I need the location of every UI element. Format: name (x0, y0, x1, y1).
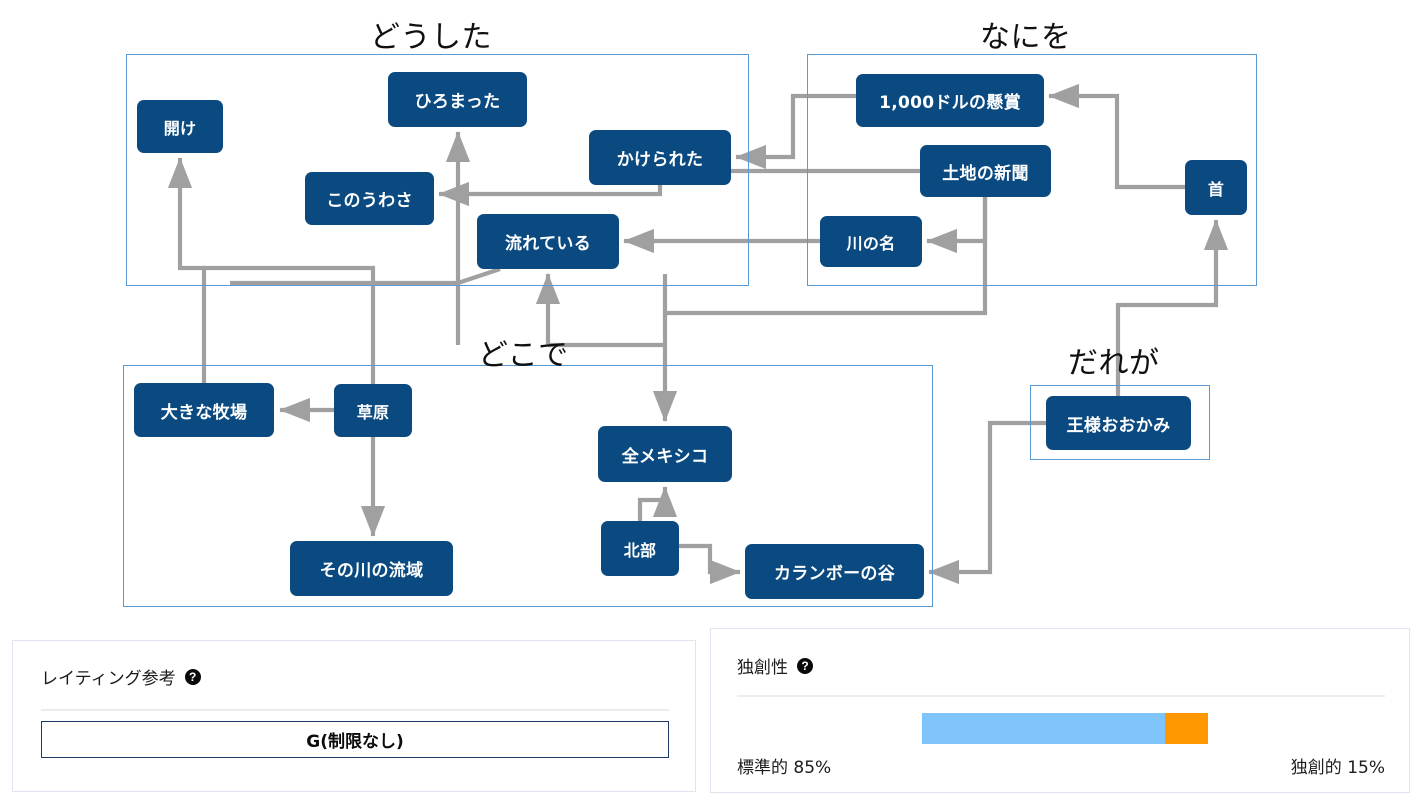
node-kenshou[interactable]: 1,000ドルの懸賞 (856, 74, 1044, 127)
rating-title-text: レイティング参考 (41, 669, 176, 689)
originality-card: 独創性 ? 標準的 85% 独創的 15% (710, 628, 1410, 793)
node-kawanona[interactable]: 川の名 (820, 216, 922, 267)
node-kubi[interactable]: 首 (1185, 160, 1247, 215)
node-zenmexico[interactable]: 全メキシコ (598, 426, 732, 482)
rating-value-field[interactable]: G(制限なし) (41, 721, 669, 758)
originality-card-divider (737, 695, 1385, 697)
question-mark-icon[interactable]: ? (184, 668, 201, 685)
node-ousamaookami[interactable]: 王様おおかみ (1046, 396, 1191, 450)
group-label-darega: だれが (1068, 346, 1160, 381)
node-konouwasa[interactable]: このうわさ (305, 172, 434, 225)
node-caranpo[interactable]: カランボーの谷 (745, 544, 924, 599)
node-ookinabokujou[interactable]: 大きな牧場 (134, 383, 274, 437)
group-label-doushita: どうした (370, 20, 492, 55)
group-label-dokode: どこで (478, 338, 569, 373)
node-sonokawa[interactable]: その川の流域 (290, 541, 453, 596)
originality-bar-original-segment (1165, 713, 1208, 744)
rating-card: レイティング参考 ? G(制限なし) (12, 640, 696, 792)
rating-card-divider (41, 709, 669, 711)
question-mark-icon[interactable]: ? (797, 657, 813, 674)
node-hokubu[interactable]: 北部 (601, 521, 679, 576)
node-hiromatta[interactable]: ひろまった (388, 72, 527, 127)
node-sougen[interactable]: 草原 (334, 384, 412, 437)
node-kakerareta[interactable]: かけられた (589, 130, 731, 185)
originality-title-text: 独創性 (737, 658, 788, 678)
wire-ousamaookami-to-caranpo (928, 420, 1046, 585)
originality-card-title: 独創性 ? (737, 653, 813, 678)
originality-original-label: 独創的 15% (1290, 758, 1385, 778)
group-label-naniwo: なにを (980, 20, 1072, 55)
node-nagareteiru[interactable]: 流れている (477, 214, 619, 269)
node-tochinoshinbun[interactable]: 土地の新聞 (920, 145, 1051, 197)
node-akake[interactable]: 開け (137, 100, 223, 153)
originality-standard-label: 標準的 85% (737, 758, 832, 778)
originality-bar (922, 713, 1208, 744)
originality-bar-standard-segment (922, 713, 1166, 744)
story-structure-diagram: どうした なにをどこで だれが (123, 20, 1257, 607)
originality-legend: 標準的 85% 独創的 15% (737, 753, 1385, 778)
rating-card-title: レイティング参考 ? (41, 664, 201, 689)
